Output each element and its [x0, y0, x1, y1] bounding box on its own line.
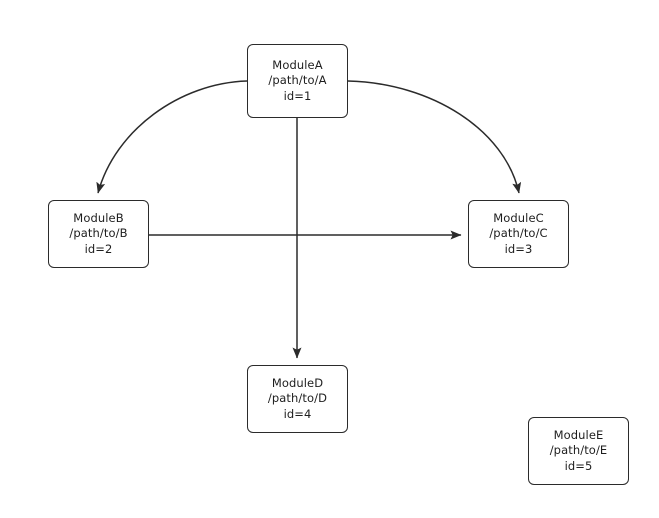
node-d-path: /path/to/D: [267, 391, 328, 406]
node-module-a[interactable]: ModuleA /path/to/A id=1: [247, 44, 348, 118]
node-module-d[interactable]: ModuleD /path/to/D id=4: [247, 365, 348, 433]
node-d-id: id=4: [283, 406, 312, 421]
node-d-name: ModuleD: [271, 375, 324, 390]
node-a-name: ModuleA: [272, 57, 323, 72]
node-a-path: /path/to/A: [268, 73, 327, 88]
node-e-path: /path/to/E: [549, 443, 608, 458]
node-b-path: /path/to/B: [69, 226, 128, 241]
node-c-id: id=3: [504, 241, 533, 256]
node-module-c[interactable]: ModuleC /path/to/C id=3: [468, 200, 569, 268]
node-a-id: id=1: [283, 88, 312, 103]
node-module-e[interactable]: ModuleE /path/to/E id=5: [528, 417, 629, 485]
edge-a-to-c: [347, 80, 522, 194]
edge-a-to-b: [96, 80, 248, 194]
node-module-b[interactable]: ModuleB /path/to/B id=2: [48, 200, 149, 268]
node-e-name: ModuleE: [553, 427, 604, 442]
node-b-id: id=2: [84, 241, 113, 256]
node-b-name: ModuleB: [73, 210, 124, 225]
node-c-name: ModuleC: [493, 210, 544, 225]
node-c-path: /path/to/C: [489, 226, 548, 241]
node-e-id: id=5: [564, 458, 593, 473]
